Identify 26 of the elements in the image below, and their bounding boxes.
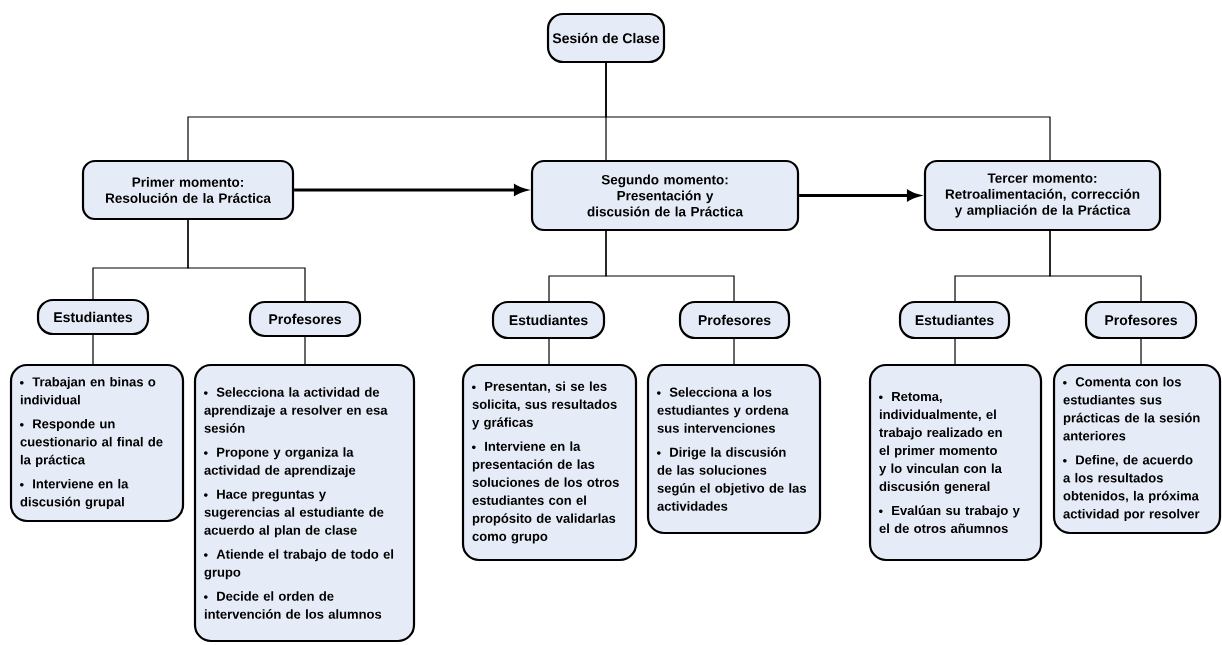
connector-line: [187, 219, 306, 302]
activity-box: Selecciona la actividad de aprendizaje a resolver en esa sesión Propone y organiza la actividad de aprendizaje Hace preguntas y sugerencias al estudiante de acuerdo al plan de clase Atiende el trabajo de todo el grupo Decide el orden de intervención de los alumnos: [193, 363, 416, 643]
phase-box: Primer momento: Resolución de la Práctica: [81, 159, 295, 221]
role-box: Estudiantes: [491, 300, 606, 340]
activity-box: Presentan, si se les solicita, sus resultados y gráficas Interviene en la presentación de las soluciones de los otros estudiantes con el propósito de validarlas como grupo: [461, 363, 638, 562]
role-box: Profesores: [678, 300, 791, 340]
connector-line: [954, 338, 956, 365]
connector-line: [733, 338, 735, 365]
role-box: Estudiantes: [36, 298, 150, 336]
role-box: Estudiantes: [898, 300, 1011, 340]
activity-box: Retoma, individualmente, el trabajo realizado en el primer momento y lo vinculan con la discusión general Evalúan su trabajo y el de otros añumnos: [868, 363, 1043, 562]
title-box: Sesión de Clase: [546, 12, 666, 64]
connector-line: [548, 338, 550, 365]
phase-box: Segundo momento: Presentación y discusión de la Práctica: [530, 159, 800, 232]
role-box: Profesores: [248, 300, 362, 338]
connector-line: [304, 336, 306, 365]
phase-box: Tercer momento: Retroalimentación, corrección y ampliación de la Práctica: [923, 159, 1162, 232]
connector-line: [1049, 230, 1142, 302]
activity-box: Comenta con los estudiantes sus prácticas de la sesión anteriores Define, de acuerdo a los resultados obtenidos, la próxima actividad por resolver: [1052, 363, 1222, 535]
connector-line: [605, 230, 735, 302]
connector-line: [605, 62, 1051, 161]
connector-line: [1140, 338, 1142, 365]
activity-box: Trabajan en binas o individual Responde un cuestionario al final de la práctica Interviene en la discusión grupal: [9, 363, 185, 523]
connector-line: [92, 334, 94, 365]
role-box: Profesores: [1084, 300, 1198, 340]
activity-box: Selecciona a los estudiantes y ordena sus intervenciones Dirige la discusión de las soluciones según el objetivo de las actividades: [646, 363, 822, 535]
